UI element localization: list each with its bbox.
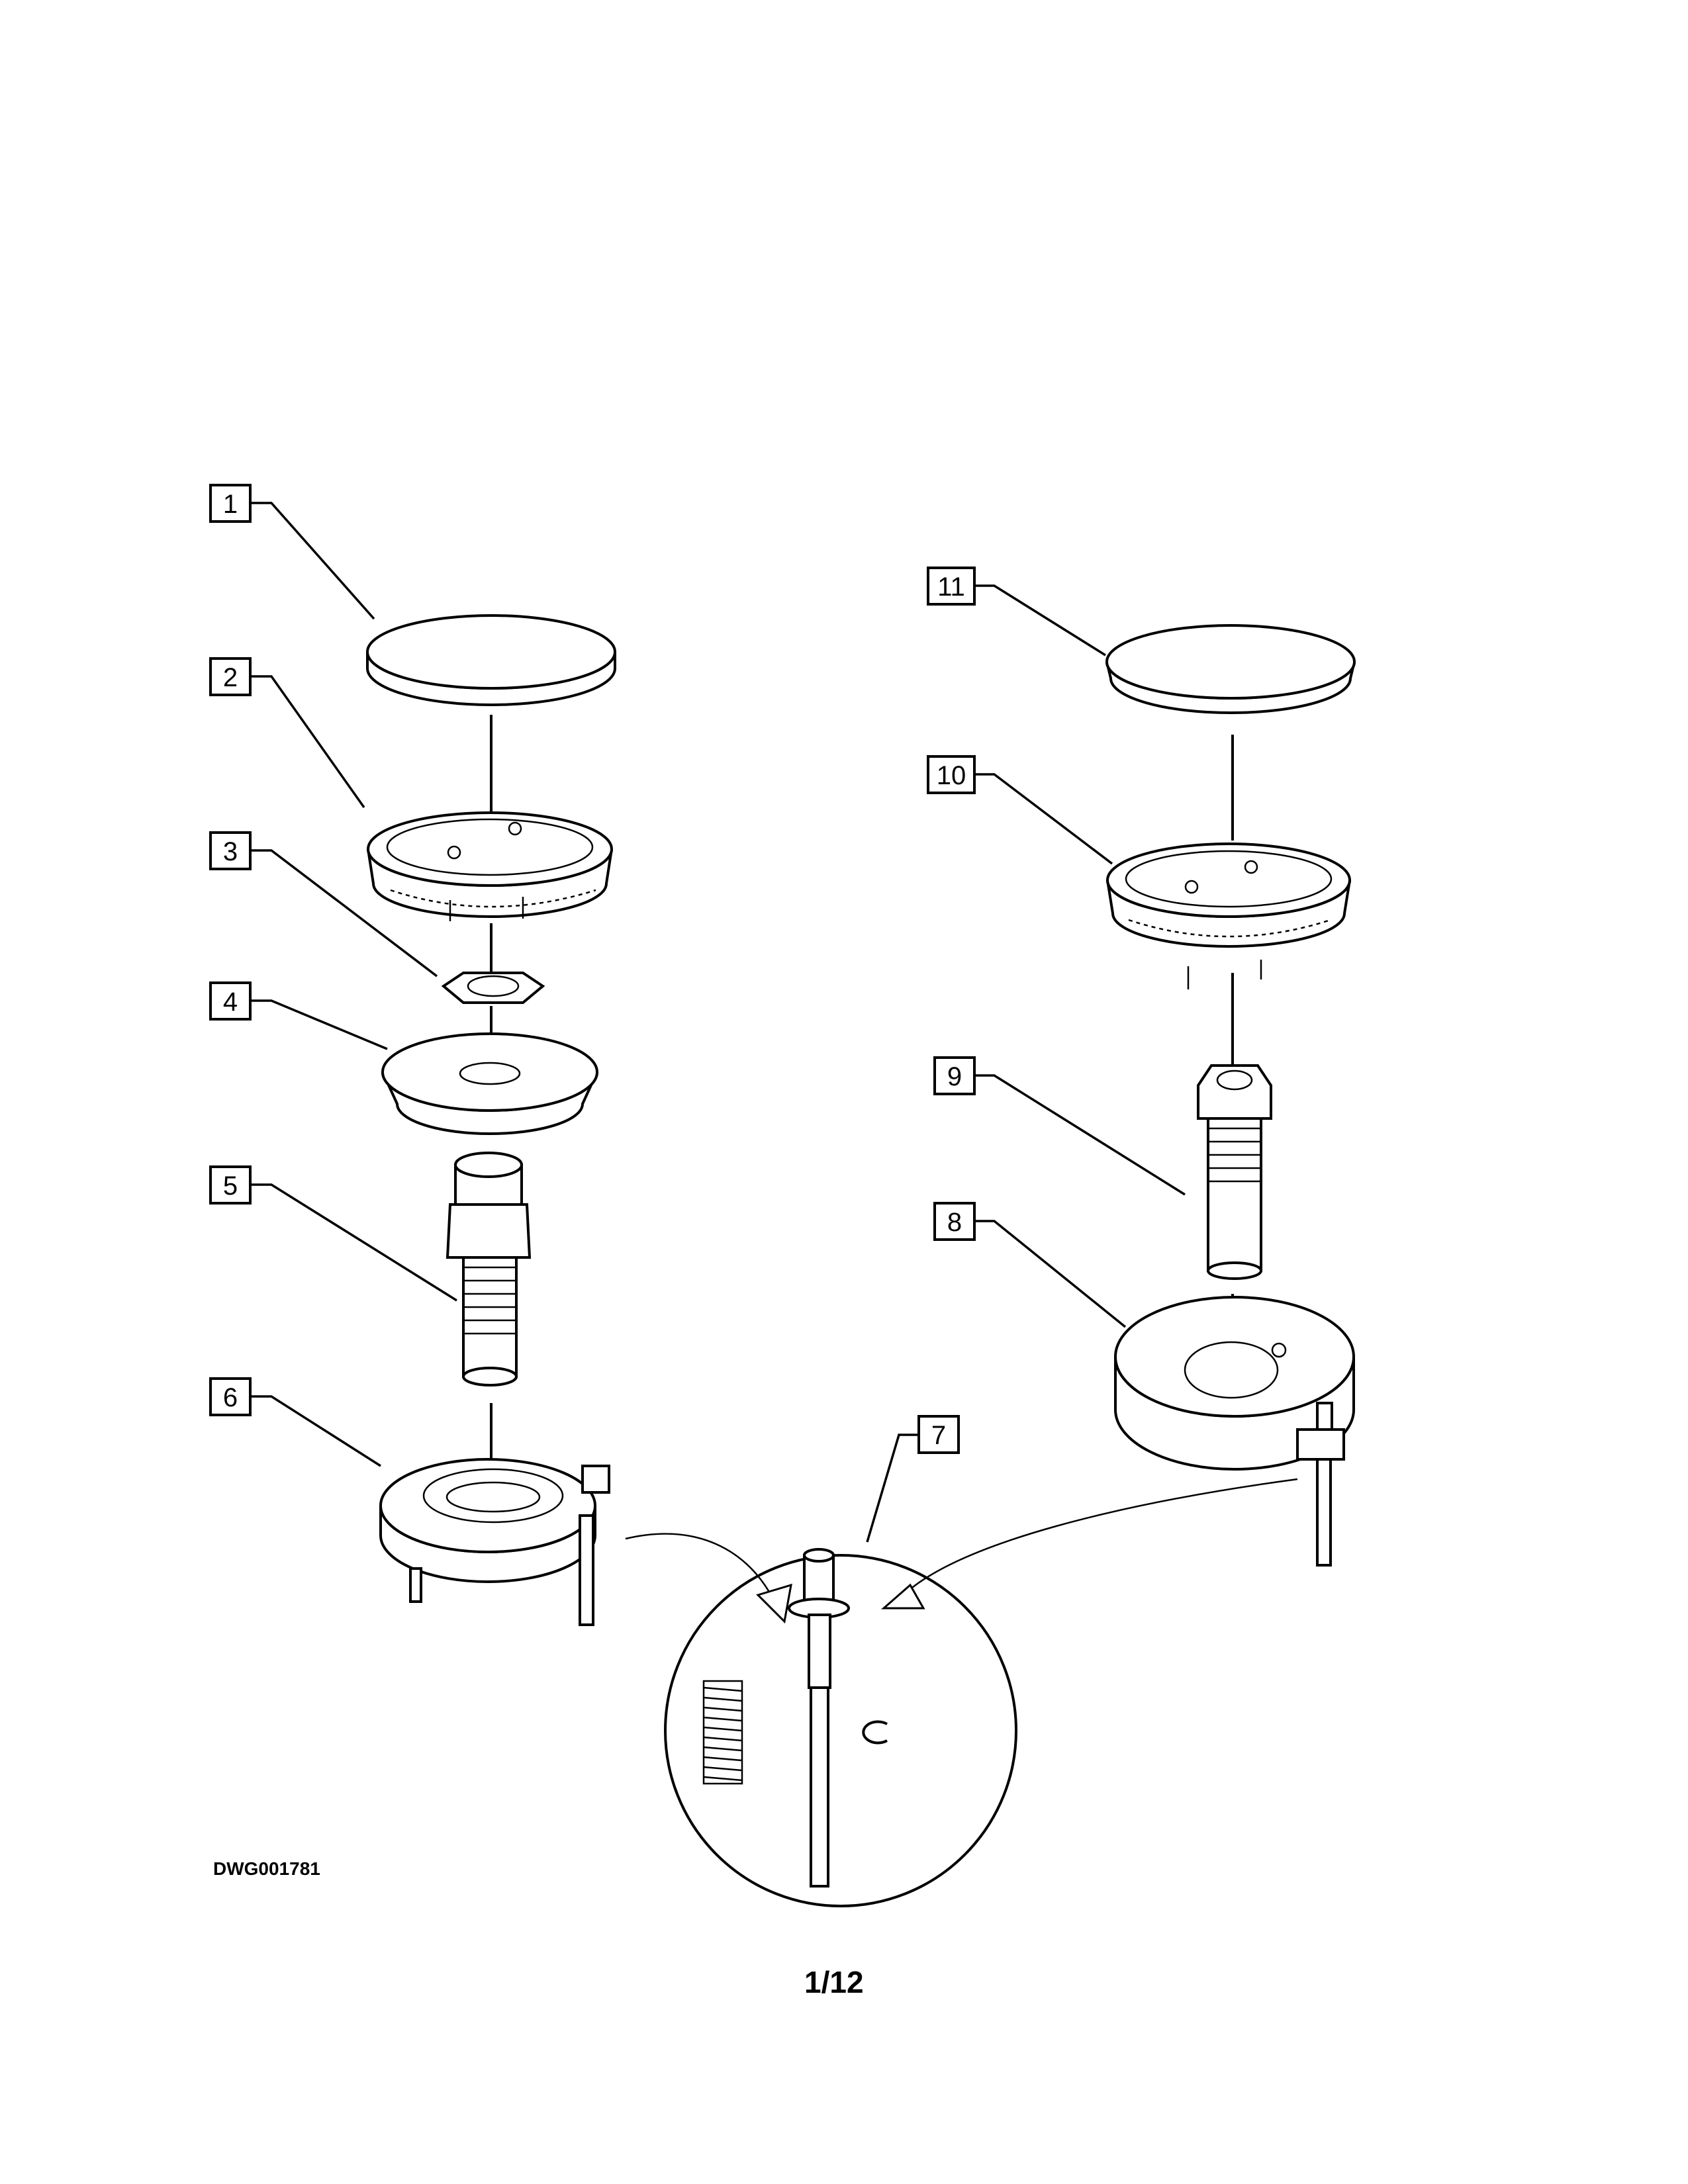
callout-label: 6 <box>223 1383 238 1412</box>
part-2-burner-head <box>367 811 613 921</box>
callout-label: 9 <box>947 1062 962 1091</box>
part-5-threaded-tube <box>445 1152 532 1387</box>
callout-1: 1 <box>209 484 252 523</box>
callout-4: 4 <box>209 981 252 1021</box>
callout-11: 11 <box>927 567 976 606</box>
part-1-burner-cap <box>366 614 616 706</box>
arrow-head-left <box>756 1583 792 1624</box>
callout-label: 5 <box>223 1171 238 1201</box>
arrow-icon-left <box>625 1533 776 1602</box>
callout-5: 5 <box>209 1165 252 1205</box>
callout-label: 4 <box>223 987 238 1017</box>
leader-lines <box>250 502 1186 1543</box>
callout-8: 8 <box>933 1202 976 1241</box>
callout-3: 3 <box>209 831 252 870</box>
callout-9: 9 <box>933 1056 976 1095</box>
callout-label: 2 <box>223 663 238 692</box>
part-6-burner-base <box>379 1458 610 1626</box>
part-10-burner-head <box>1106 842 1351 989</box>
part-4-spreader <box>381 1032 598 1135</box>
spring-icon <box>702 1680 743 1785</box>
callout-label: 11 <box>937 572 965 602</box>
part-9-threaded-tube <box>1197 1064 1272 1280</box>
part-3-hex-nut <box>441 972 545 1004</box>
callout-label: 10 <box>937 761 966 790</box>
part-11-burner-cap <box>1105 624 1356 714</box>
callout-2: 2 <box>209 657 252 696</box>
part-7-detail-view <box>664 1548 1017 1907</box>
callout-10: 10 <box>927 755 976 794</box>
page-number: 1/12 <box>804 1965 864 1999</box>
callout-7: 7 <box>917 1415 960 1454</box>
callout-label: 7 <box>931 1421 946 1450</box>
callout-label: 8 <box>947 1208 962 1237</box>
drawing-number: DWG001781 <box>213 1858 320 1879</box>
arrow-icon-right <box>903 1478 1298 1596</box>
callout-label: 1 <box>223 490 238 519</box>
callout-label: 3 <box>223 837 238 866</box>
e-clip-icon <box>862 1720 888 1745</box>
callout-6: 6 <box>209 1377 252 1416</box>
part-8-burner-base <box>1114 1296 1355 1567</box>
arrow-head-right <box>881 1583 925 1610</box>
